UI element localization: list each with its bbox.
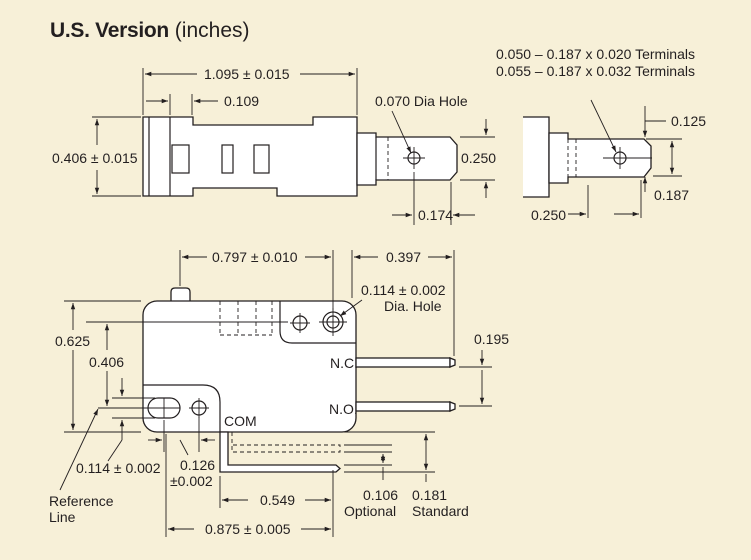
terminal-length-text: 0.174 — [418, 207, 453, 223]
dim-offset-text: 0.109 — [224, 93, 259, 109]
detail-body-stub — [523, 116, 550, 198]
reference-line1: Reference — [49, 493, 114, 509]
actuator-button — [170, 287, 191, 303]
mount-hole-large — [319, 308, 347, 336]
dim-125-text: 0.125 — [671, 113, 706, 129]
hole-label: 0.070 Dia Hole — [375, 93, 468, 109]
mount-hole-small — [290, 313, 310, 333]
detail-terminal — [548, 132, 652, 184]
nc-label: N.C. — [330, 355, 358, 371]
mid-height-text: 0.406 — [89, 354, 124, 370]
top-view-body — [142, 116, 358, 197]
page-title: U.S. Version (inches) — [50, 19, 250, 43]
dim-height-text: 0.406 ± 0.015 — [52, 150, 138, 166]
pitch-text: 0.195 — [474, 331, 509, 347]
no-label: N.O. — [329, 401, 358, 417]
mount-slot — [147, 397, 181, 419]
terminal-width-text: 0.250 — [461, 150, 496, 166]
terminal-note-line1: 0.050 – 0.187 x 0.020 Terminals — [496, 46, 695, 62]
top-view-terminal — [356, 132, 458, 186]
mount-hole-lower — [189, 398, 209, 418]
lower-hole-text: 0.114 ± 0.002 — [76, 460, 161, 476]
standard-label: Standard — [412, 503, 469, 519]
title-units: (inches) — [174, 19, 250, 42]
hole-offset-line2: ±0.002 — [170, 473, 213, 489]
nc-terminal — [355, 357, 451, 368]
terminal-note-line2: 0.055 – 0.187 x 0.032 Terminals — [496, 63, 695, 79]
optional-value: 0.106 — [363, 487, 398, 503]
reference-line2: Line — [49, 509, 76, 525]
standard-value: 0.181 — [412, 487, 447, 503]
com-label: COM — [224, 413, 257, 429]
no-terminal — [355, 401, 451, 412]
overall-length-text: 0.875 ± 0.005 — [205, 521, 291, 537]
title-bold: U.S. Version — [50, 19, 169, 42]
actuator-pos-text: 0.797 ± 0.010 — [212, 249, 298, 265]
mount-hole-text: 0.114 ± 0.002 — [361, 282, 446, 298]
side-view: N.C. N.O. COM 0.797 ± 0.010 0.397 0.114 … — [49, 249, 509, 537]
mount-hole-note: Dia. Hole — [384, 298, 442, 314]
hole-offset-line1: 0.126 — [180, 457, 215, 473]
height-text: 0.625 — [55, 333, 90, 349]
terminal-extent-text: 0.397 — [386, 249, 421, 265]
dim-187-text: 0.187 — [654, 187, 689, 203]
terminal-detail: 0.050 – 0.187 x 0.020 Terminals 0.055 – … — [496, 46, 706, 223]
dim-250-text: 0.250 — [531, 207, 566, 223]
top-view: 1.095 ± 0.015 0.109 0.406 ± 0.015 0.070 … — [52, 66, 496, 225]
optional-label: Optional — [344, 503, 396, 519]
terminal-hole-top — [403, 147, 425, 169]
com-length-text: 0.549 — [260, 492, 295, 508]
dim-length-text: 1.095 ± 0.015 — [204, 66, 290, 82]
com-terminal — [219, 431, 341, 473]
